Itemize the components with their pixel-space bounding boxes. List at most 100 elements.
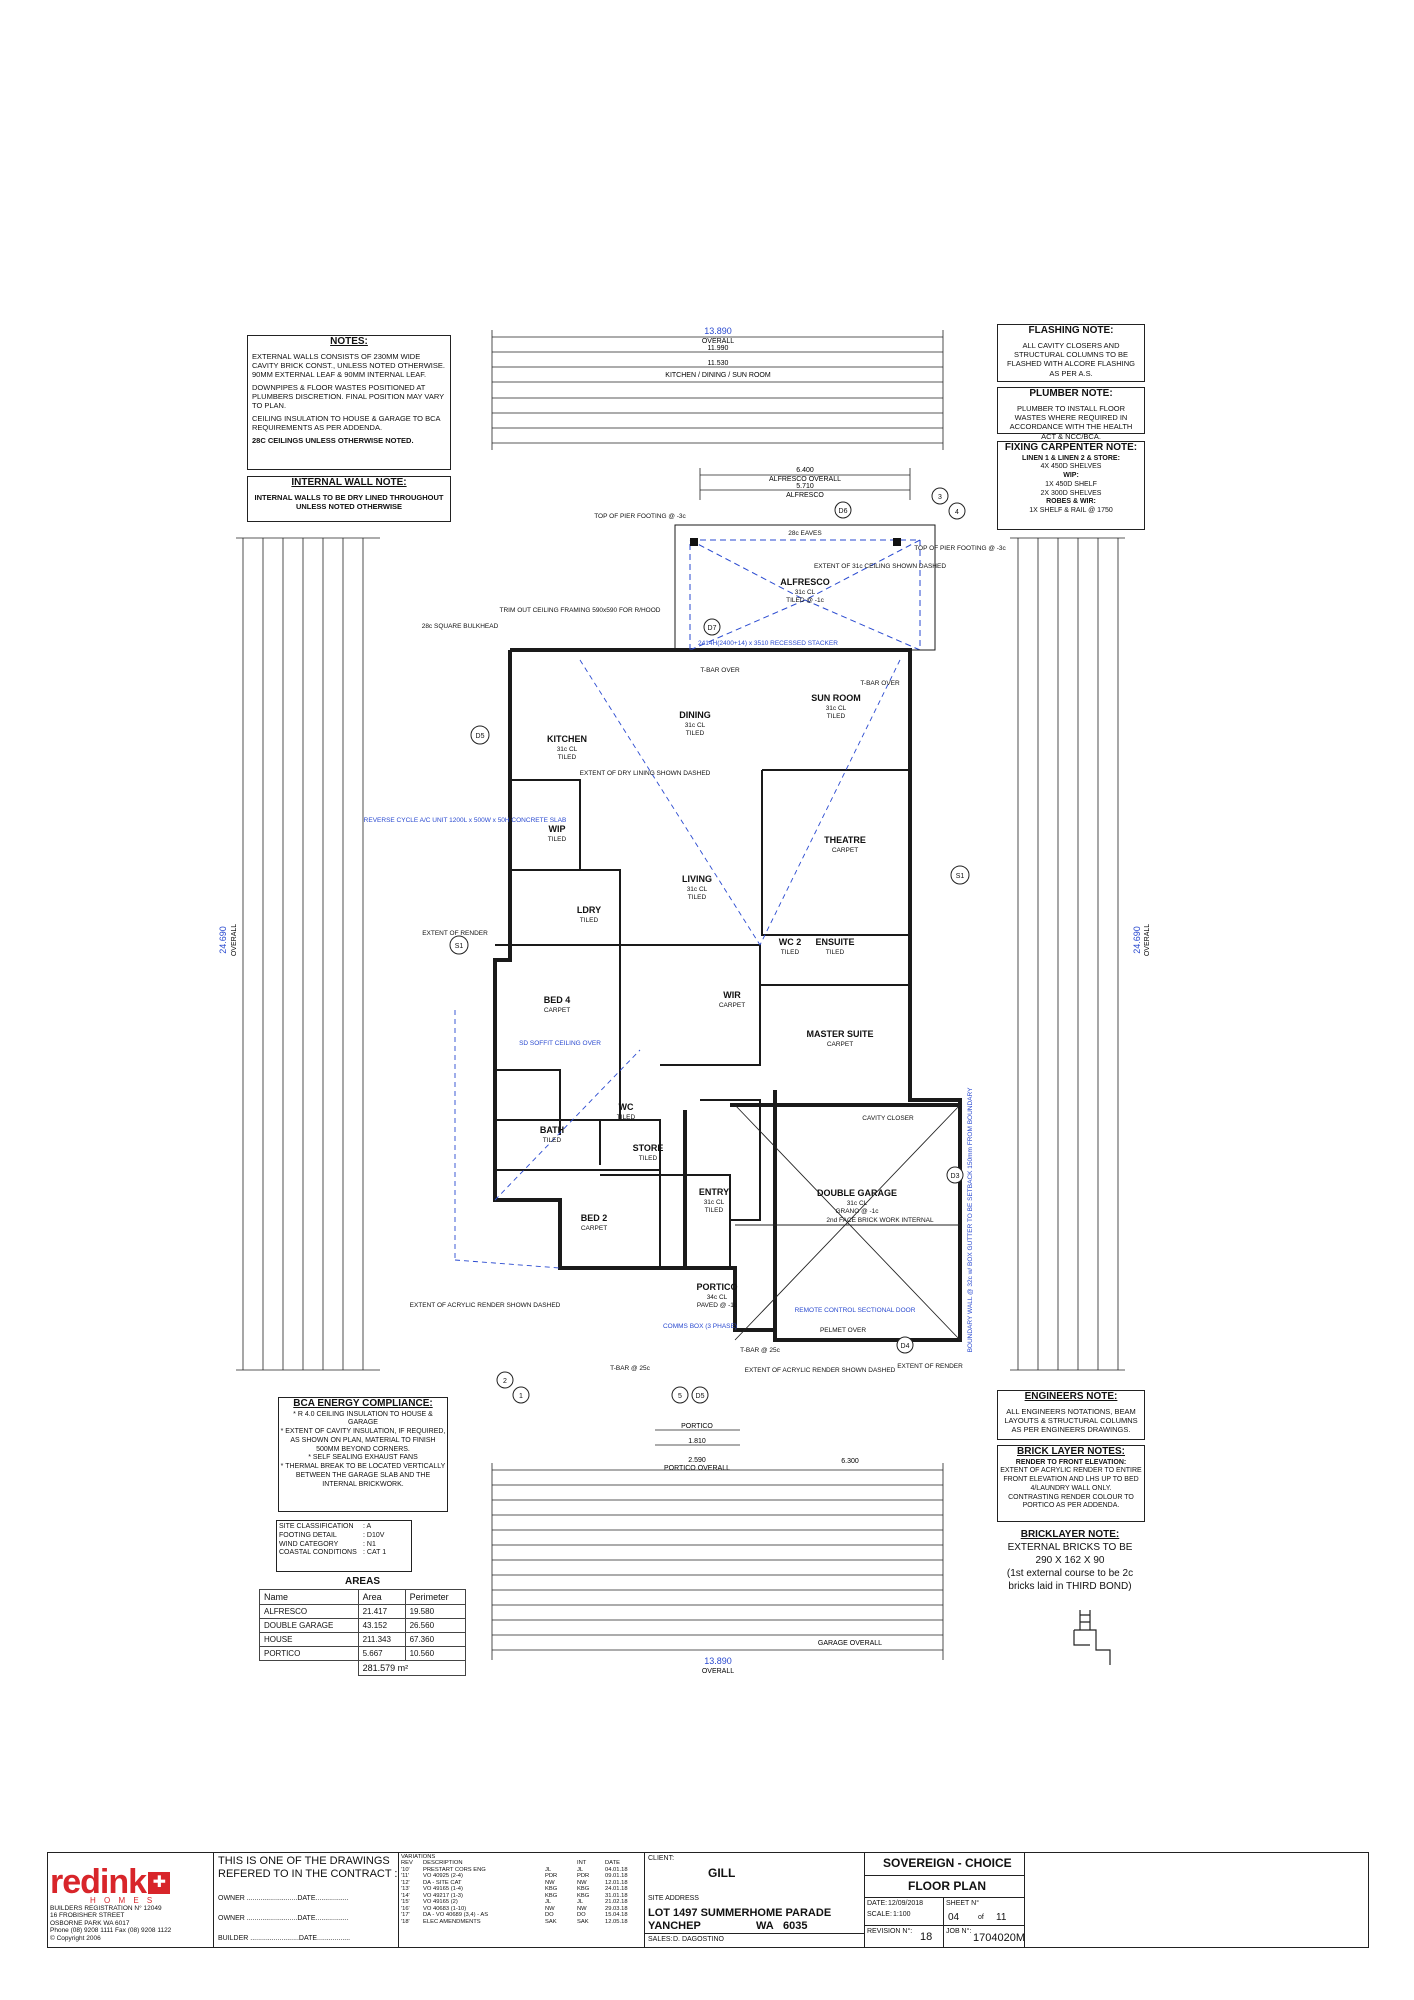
variations-title: VARIATIONS [401,1854,436,1860]
site-box: SITE CLASSIFICATION: A FOOTING DETAIL: D… [276,1520,412,1572]
job-label: JOB N°: [946,1928,972,1935]
bca-box: BCA ENERGY COMPLIANCE: * R 4.0 CEILING I… [278,1397,448,1512]
brand-name: redink [50,1863,147,1901]
builder-details: BUILDERS REGISTRATION N° 12049 16 FROBIS… [50,1905,172,1942]
cavity-closer-note: CAVITY CLOSER [862,1115,914,1122]
garage-overall-dim: 6.300 [841,1458,859,1465]
stacker-note: 2414H(2400+14) x 3510 RECESSED STACKER [698,640,838,647]
brand-mark-icon: ✚ [148,1872,171,1894]
svg-text:PAVED @ -1c: PAVED @ -1c [697,1302,738,1309]
areas-total: 281.579 m² [357,1660,467,1676]
internal-wall-note: INTERNAL WALL NOTE: INTERNAL WALLS TO BE… [247,476,451,522]
room-theatre: THEATRE [824,835,866,845]
site-row: SITE CLASSIFICATION: A [279,1523,372,1530]
site-state: WA [756,1920,774,1932]
site-address-line1: LOT 1497 SUMMERHOME PARADE [648,1907,832,1919]
room-double-garage: DOUBLE GARAGE [817,1188,897,1198]
portico-overall-label: PORTICO OVERALL [664,1465,730,1472]
bca-title: BCA ENERGY COMPLIANCE: [293,1398,433,1409]
trim-out-note: TRIM OUT CEILING FRAMING 590x590 FOR R/H… [500,607,661,614]
sheet-label: SHEET N° [946,1900,980,1907]
svg-text:TILED: TILED [558,754,577,761]
flashing-text: ALL CAVITY CLOSERS AND STRUCTURAL COLUMN… [1007,340,1135,378]
tbar-25c-note: T-BAR @ 25c [610,1365,651,1372]
revision-label: REVISION N°: [867,1928,913,1935]
extent-31c-note: EXTENT OF 31c CEILING SHOWN DASHED [814,563,946,570]
sheet-title: FLOOR PLAN [908,1879,986,1893]
room-store: STORE [633,1143,664,1153]
plumber-note: PLUMBER NOTE: PLUMBER TO INSTALL FLOOR W… [997,387,1145,441]
top-dimension-lines [491,330,944,500]
right-overall-dim: 24.690 [1132,926,1142,954]
svg-text:31c CL: 31c CL [704,1199,725,1206]
svg-text:CARPET: CARPET [581,1225,607,1232]
revision-number: 18 [920,1931,933,1943]
sales-label: SALES: [648,1936,673,1943]
svg-text:TILED: TILED [827,713,846,720]
engineers-title: ENGINEERS NOTE: [1024,1391,1118,1402]
bricklayer-note2-line: bricks laid in THIRD BOND) [1008,1581,1132,1592]
top-dim-11530: 11.530 [708,360,729,367]
contract-block: THIS IS ONE OF THE DRAWINGS REFERED TO I… [218,1855,398,1880]
room-bath: BATH [540,1125,564,1135]
bca-line: * R 4.0 CEILING INSULATION TO HOUSE & GA… [293,1410,433,1427]
svg-text:TILED: TILED [826,949,845,956]
portico-overall-dim: 2.590 [688,1457,706,1464]
notes-box: NOTES: EXTERNAL WALLS CONSISTS OF 230mm … [247,335,451,470]
top-dim-11990: 11.990 [708,345,729,352]
svg-text:TILED: TILED [548,836,567,843]
svg-text:TILED: TILED [580,917,599,924]
carpenter-note: FIXING CARPENTER NOTE: LINEN 1 & LINEN 2… [997,441,1145,530]
svg-text:D5: D5 [696,1393,705,1400]
bottom-dimension-lines [491,1429,944,1660]
svg-text:S1: S1 [956,873,965,880]
client-name: GILL [708,1866,736,1880]
flashing-title: FLASHING NOTE: [1028,325,1114,336]
engineers-note: ENGINEERS NOTE: ALL ENGINEERS NOTATIONS,… [997,1390,1145,1440]
svg-text:4: 4 [955,509,959,516]
room-wc2: WC 2 [779,937,802,947]
alfresco-outline [674,524,936,651]
svg-text:TILED: TILED [639,1155,658,1162]
room-master-suite: MASTER SUITE [806,1029,873,1039]
job-number: 1704020M [973,1932,1025,1944]
bricklayer-line: CONTRASTING RENDER COLOUR TO PORTICO AS … [1008,1493,1134,1510]
date-label: DATE: [867,1900,888,1907]
top-row-label: KITCHEN / DINING / SUN ROOM [665,372,771,379]
sheet-of: of [978,1914,984,1921]
garage-roof-lines [734,1104,961,1341]
carpenter-line: LINEN 1 & LINEN 2 & STORE: [1022,454,1120,462]
reverse-cycle-note: REVERSE CYCLE A/C UNIT 1200L x 500W x 50… [364,817,567,824]
owner-signature-1: OWNER ..........................DATE....… [218,1895,349,1902]
bulkhead-note: 28c SQUARE BULKHEAD [422,623,499,630]
face-brick-note: 2nd FACE BRICK WORK INTERNAL [826,1217,934,1224]
room-sun-room: SUN ROOM [811,693,861,703]
alfresco-dim: 5.710 [796,483,814,490]
svg-text:31c CL: 31c CL [557,746,578,753]
svg-text:CARPET: CARPET [544,1007,570,1014]
extent-render-note: EXTENT OF RENDER [422,930,488,937]
svg-text:TILED @ -1c: TILED @ -1c [786,597,824,604]
svg-text:S1: S1 [455,943,464,950]
left-overall-dim: 24.690 [218,926,228,954]
tbar-over-right-note: T-BAR OVER [860,680,900,687]
pelmet-note: PELMET OVER [820,1327,866,1334]
engineers-text: ALL ENGINEERS NOTATIONS, BEAM LAYOUTS & … [1004,1406,1138,1435]
top-overall-dim: 13.890 [704,326,732,336]
site-address-label: SITE ADDRESS [648,1895,699,1902]
tbar-over-note: T-BAR OVER [700,667,740,674]
garage-overall-label: GARAGE OVERALL [818,1640,882,1647]
internal-walls [495,769,911,1269]
notes-line: DOWNPIPES & FLOOR WASTES POSITIONED AT P… [252,382,444,411]
svg-text:CARPET: CARPET [827,1041,853,1048]
room-bed4: BED 4 [544,995,571,1005]
section-markers [449,487,970,1404]
room-labels: ALFRESCO DINING SUN ROOM KITCHEN THEATRE… [540,577,897,1292]
bricklayer-note2-line: 290 X 162 X 90 [1035,1555,1105,1566]
